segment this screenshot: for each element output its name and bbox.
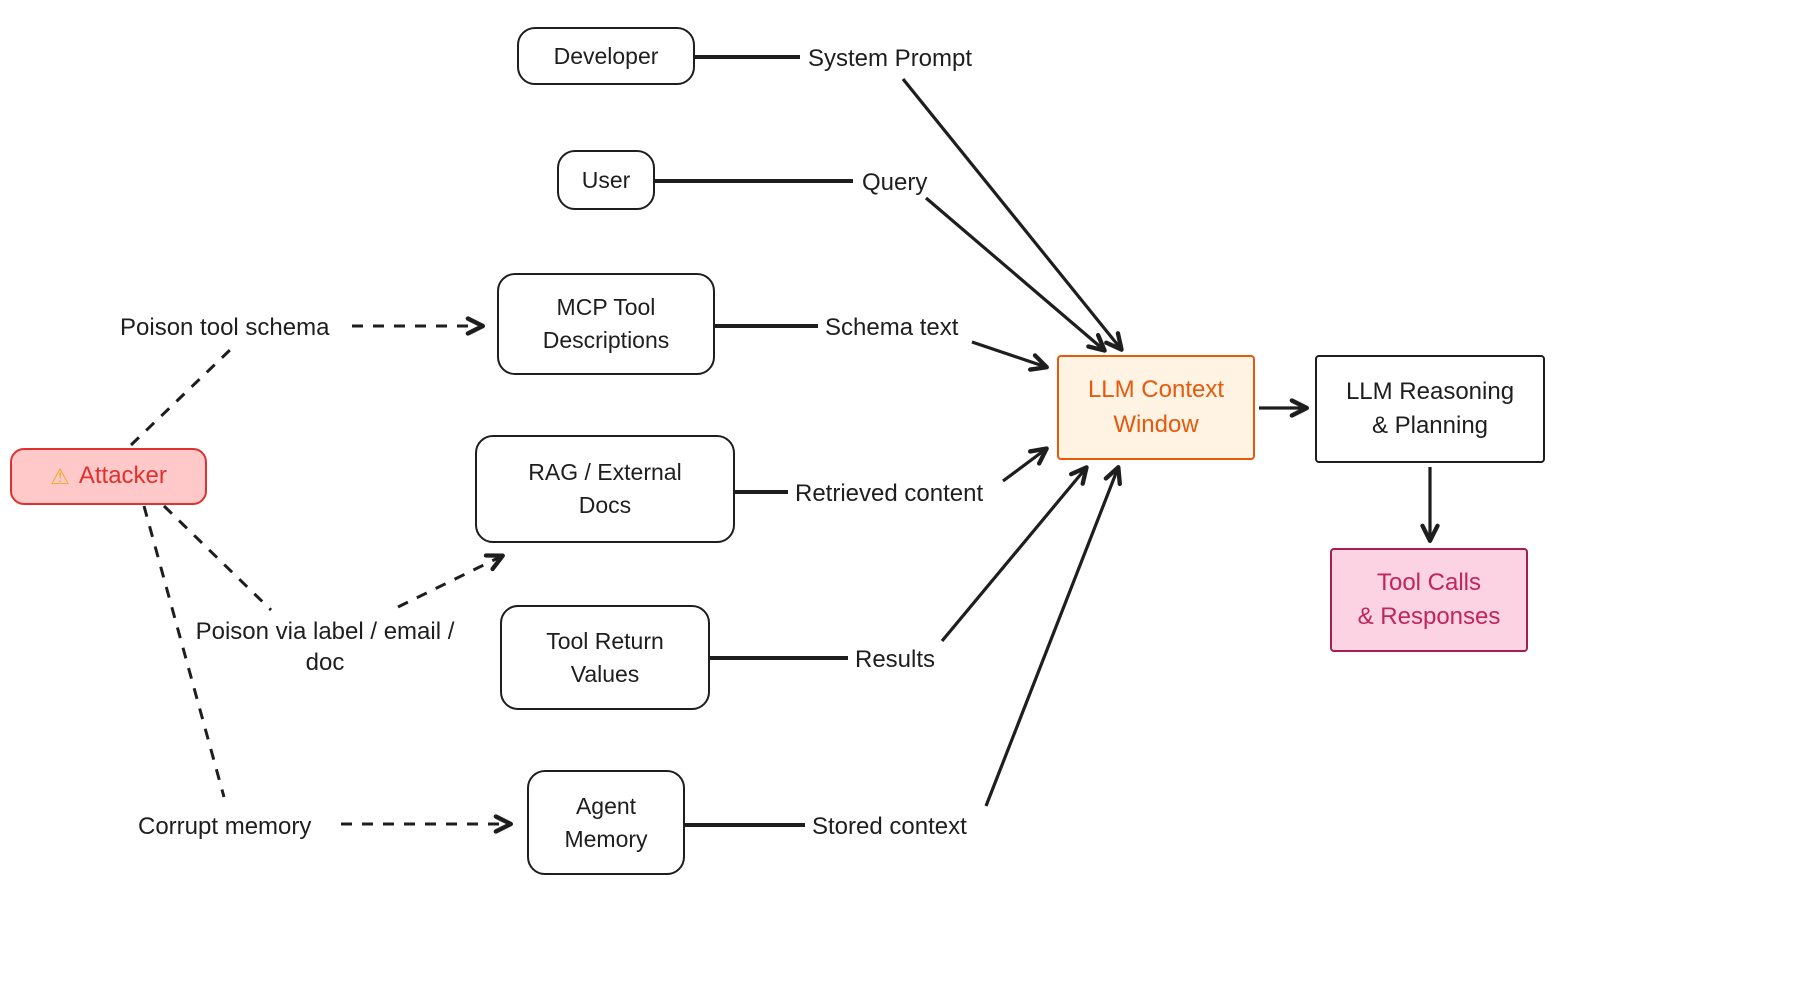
dashed-arrow-poisonvia-to-rag: [397, 553, 505, 609]
edge-label-poison-via-label: Poison via label / email / doc: [195, 618, 455, 677]
edge-label-corrupt-memory: Corrupt memory: [138, 813, 312, 840]
edge-label-results: Results: [855, 646, 936, 673]
node-llm-context-window[interactable]: LLM Context Window: [1057, 355, 1255, 460]
edge-label-retrieved-content: Retrieved content: [795, 480, 984, 507]
attacker-label: Attacker: [78, 462, 167, 490]
arrow-schematext-to-context: [971, 340, 1049, 372]
node-developer[interactable]: Developer: [517, 27, 695, 85]
dashed-attacker-to-poisonschema-label: [129, 347, 233, 447]
node-tool-calls-responses[interactable]: Tool Calls & Responses: [1330, 548, 1528, 652]
node-agent-memory[interactable]: Agent Memory: [527, 770, 685, 875]
dashed-attacker-to-poisonvia-label: [162, 504, 273, 612]
node-tool-return-values[interactable]: Tool Return Values: [500, 605, 710, 710]
edge-label-system-prompt: System Prompt: [808, 45, 973, 72]
warning-icon: ⚠: [50, 463, 70, 489]
arrow-systemprompt-to-context: [901, 77, 1124, 352]
node-attacker[interactable]: ⚠ Attacker: [10, 448, 207, 505]
edge-label-schema-text: Schema text: [825, 314, 959, 341]
edge-label-stored-context: Stored context: [812, 813, 967, 840]
node-llm-reasoning-planning[interactable]: LLM Reasoning & Planning: [1315, 355, 1545, 463]
node-rag-external-docs[interactable]: RAG / External Docs: [475, 435, 735, 543]
edge-label-query: Query: [862, 169, 928, 196]
node-user[interactable]: User: [557, 150, 655, 210]
node-mcp-tool-descriptions[interactable]: MCP Tool Descriptions: [497, 273, 715, 375]
arrow-stored-to-context: [984, 465, 1122, 807]
arrow-retrieved-to-context: [1002, 446, 1049, 483]
edge-label-poison-tool-schema: Poison tool schema: [120, 314, 330, 341]
